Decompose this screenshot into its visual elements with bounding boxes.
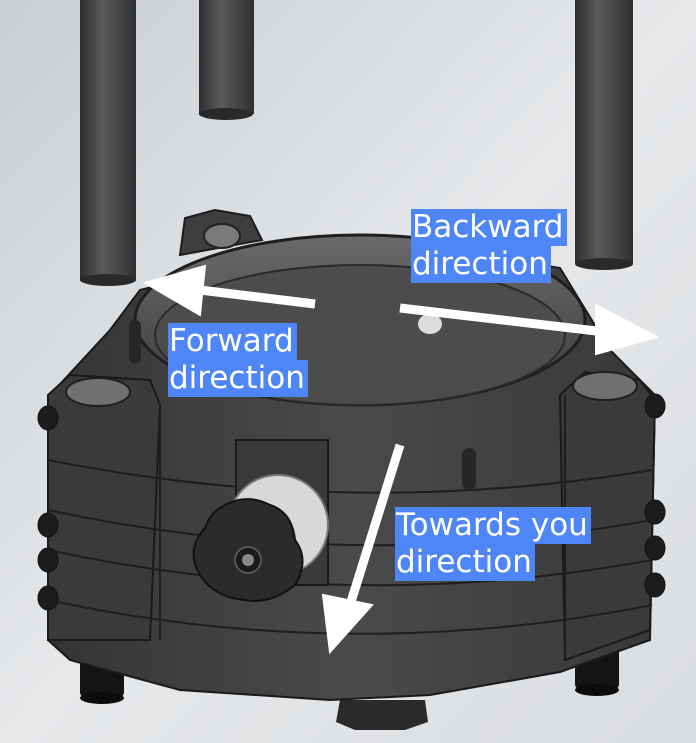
label-line: direction [168,360,308,397]
foot-center [336,700,428,730]
rod-left [80,0,136,286]
label-line: Towards you [395,507,591,544]
star-knob-icon [192,439,329,602]
label-line: direction [395,544,535,581]
bolt-head-icon [37,393,666,611]
housing-body [46,233,657,702]
label-line: Forward [168,323,297,360]
rod-center [199,0,254,120]
lug-top [178,208,264,257]
arrow-forward [142,264,316,317]
rod-right [575,0,633,270]
arrow-backward [399,303,660,356]
label-line: direction [411,246,551,283]
arrow-towards-you [321,443,405,655]
label-line: Backward [411,209,567,246]
